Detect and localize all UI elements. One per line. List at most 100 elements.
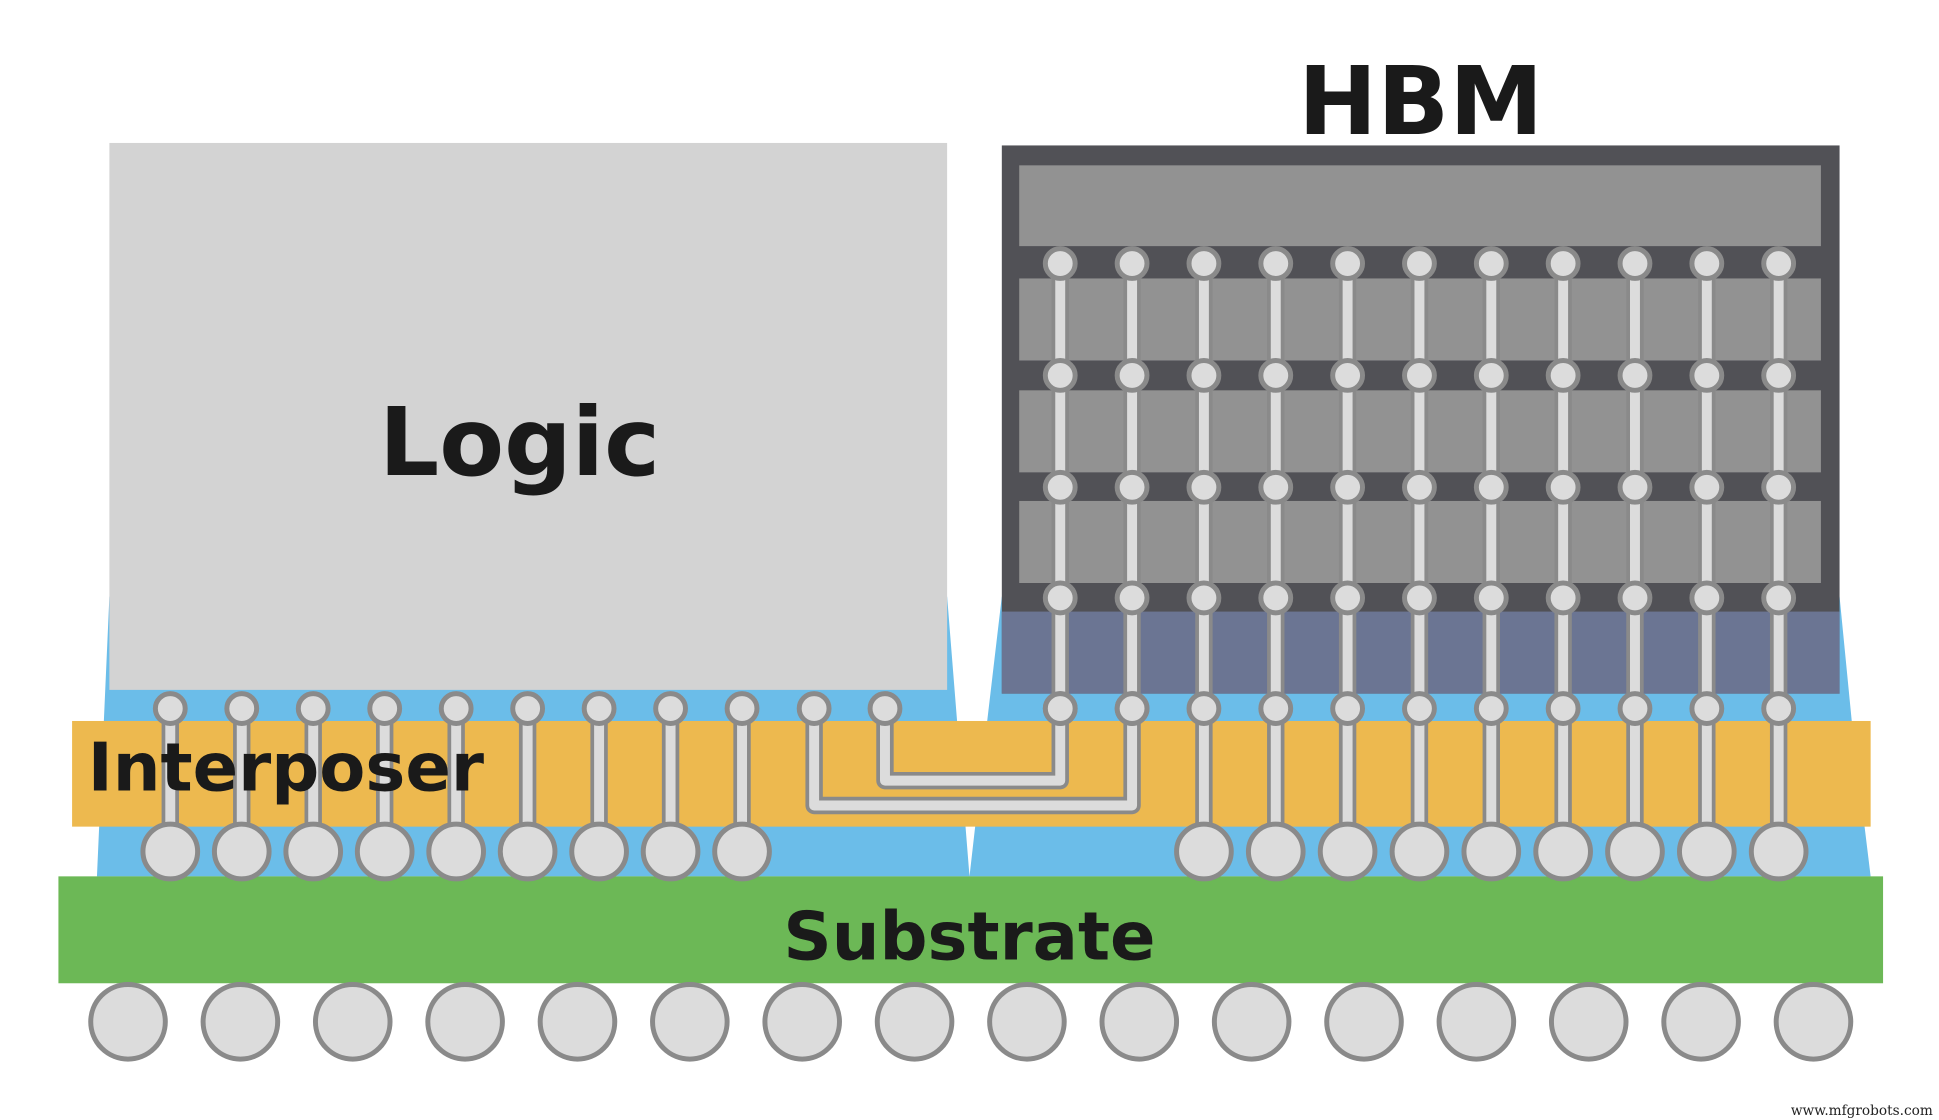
tsv-pad (1186, 246, 1222, 281)
c4-bump (1245, 821, 1306, 882)
microbump (1545, 691, 1581, 726)
solder-ball (425, 982, 505, 1062)
tsv-pad (1761, 246, 1797, 281)
c4-bump (1174, 821, 1234, 882)
tsv-pad (1258, 358, 1294, 393)
tsv-pad (1617, 358, 1653, 393)
tsv-pad (1761, 358, 1797, 393)
microbump (653, 691, 688, 726)
c4-bump (1461, 821, 1522, 882)
tsv-pad (1042, 580, 1078, 616)
c4-bump (497, 821, 558, 882)
microbump (1761, 691, 1797, 726)
tsv-pad (1689, 580, 1725, 616)
microbump (724, 691, 760, 726)
tsv-pad (1114, 246, 1150, 281)
tsv-pad (1545, 469, 1581, 505)
tsv-pad (1545, 246, 1581, 281)
tsv-pad (1617, 246, 1653, 281)
microbump (1473, 691, 1509, 726)
tsv-pad (1689, 358, 1725, 393)
tsv-pad (1617, 469, 1653, 505)
tsv-pad (1330, 469, 1366, 505)
tsv-pad (1545, 358, 1581, 393)
tsv-pad (1114, 580, 1150, 616)
hbm-top-die (1019, 165, 1821, 247)
tsv-pad (1689, 469, 1725, 505)
tsv-pad (1114, 358, 1150, 393)
tsv-pad (1330, 358, 1366, 393)
tsv-pad (1042, 469, 1078, 505)
microbump (367, 691, 403, 726)
substrate-layer (58, 876, 1884, 984)
microbump (510, 691, 546, 726)
c4-bump (140, 821, 201, 882)
solder-ball (1324, 982, 1404, 1062)
tsv-pad (1258, 580, 1294, 616)
c4-bump (1748, 821, 1809, 882)
tsv-pad (1402, 580, 1437, 616)
tsv-pad (1114, 469, 1150, 505)
c4-bump (1389, 821, 1450, 882)
tsv-pad (1330, 580, 1366, 616)
tsv-pad (1473, 580, 1509, 616)
microbump (1617, 691, 1653, 726)
tsv-pad (1258, 246, 1294, 281)
tsv-pad (1402, 246, 1437, 281)
microbump (1186, 691, 1222, 726)
solder-ball (1211, 982, 1292, 1062)
tsv-pad (1402, 358, 1437, 393)
tsv-pad (1330, 246, 1366, 281)
tsv-pad (1617, 580, 1653, 616)
microbump (224, 691, 260, 726)
microbump (1689, 691, 1725, 726)
solder-ball (762, 982, 842, 1062)
logic-label: Logic (379, 388, 660, 498)
watermark: www.mfgrobots.com (1791, 1103, 1933, 1119)
hbm-label: HBM (1298, 47, 1543, 157)
tsv-pad (1258, 469, 1294, 505)
solder-ball (312, 982, 393, 1062)
c4-bump (426, 821, 486, 882)
tsv-pad (1186, 469, 1222, 505)
interposer-link (809, 708, 1138, 811)
tsv-pad (1473, 469, 1509, 505)
tsv-pad (1473, 358, 1509, 393)
tsv-pad (1042, 358, 1078, 393)
c4-bump (211, 821, 272, 882)
microbump (1258, 691, 1294, 726)
tsv-pad (1402, 469, 1437, 505)
microbump (438, 691, 474, 726)
microbump (295, 691, 331, 726)
tsv-pad (1186, 580, 1222, 616)
microbump (796, 691, 832, 726)
c4-bump (1533, 821, 1593, 882)
substrate-label: Substrate (783, 898, 1155, 976)
solder-ball (874, 982, 955, 1062)
solder-ball (1661, 982, 1741, 1062)
microbump (1042, 691, 1078, 726)
c4-bump (1317, 821, 1378, 882)
tsv-pad (1473, 246, 1509, 281)
interposer-link (880, 708, 1066, 786)
tsv-pad (1545, 580, 1581, 616)
microbump (581, 691, 617, 726)
solder-ball (200, 982, 281, 1062)
microbump (1114, 691, 1150, 726)
solder-ball (1773, 982, 1854, 1062)
microbump (1330, 691, 1366, 726)
microbump (152, 691, 188, 726)
tsv-pad (1761, 580, 1797, 616)
solder-ball (537, 982, 618, 1062)
c4-bump (1605, 821, 1665, 882)
tsv-pad (1186, 358, 1222, 393)
tsv-pad (1689, 246, 1725, 281)
solder-ball (88, 982, 168, 1062)
microbump (1402, 691, 1437, 726)
tsv-pad (1761, 469, 1797, 505)
c4-bump (569, 821, 629, 882)
solder-ball (987, 982, 1067, 1062)
c4-bump (1676, 821, 1737, 882)
